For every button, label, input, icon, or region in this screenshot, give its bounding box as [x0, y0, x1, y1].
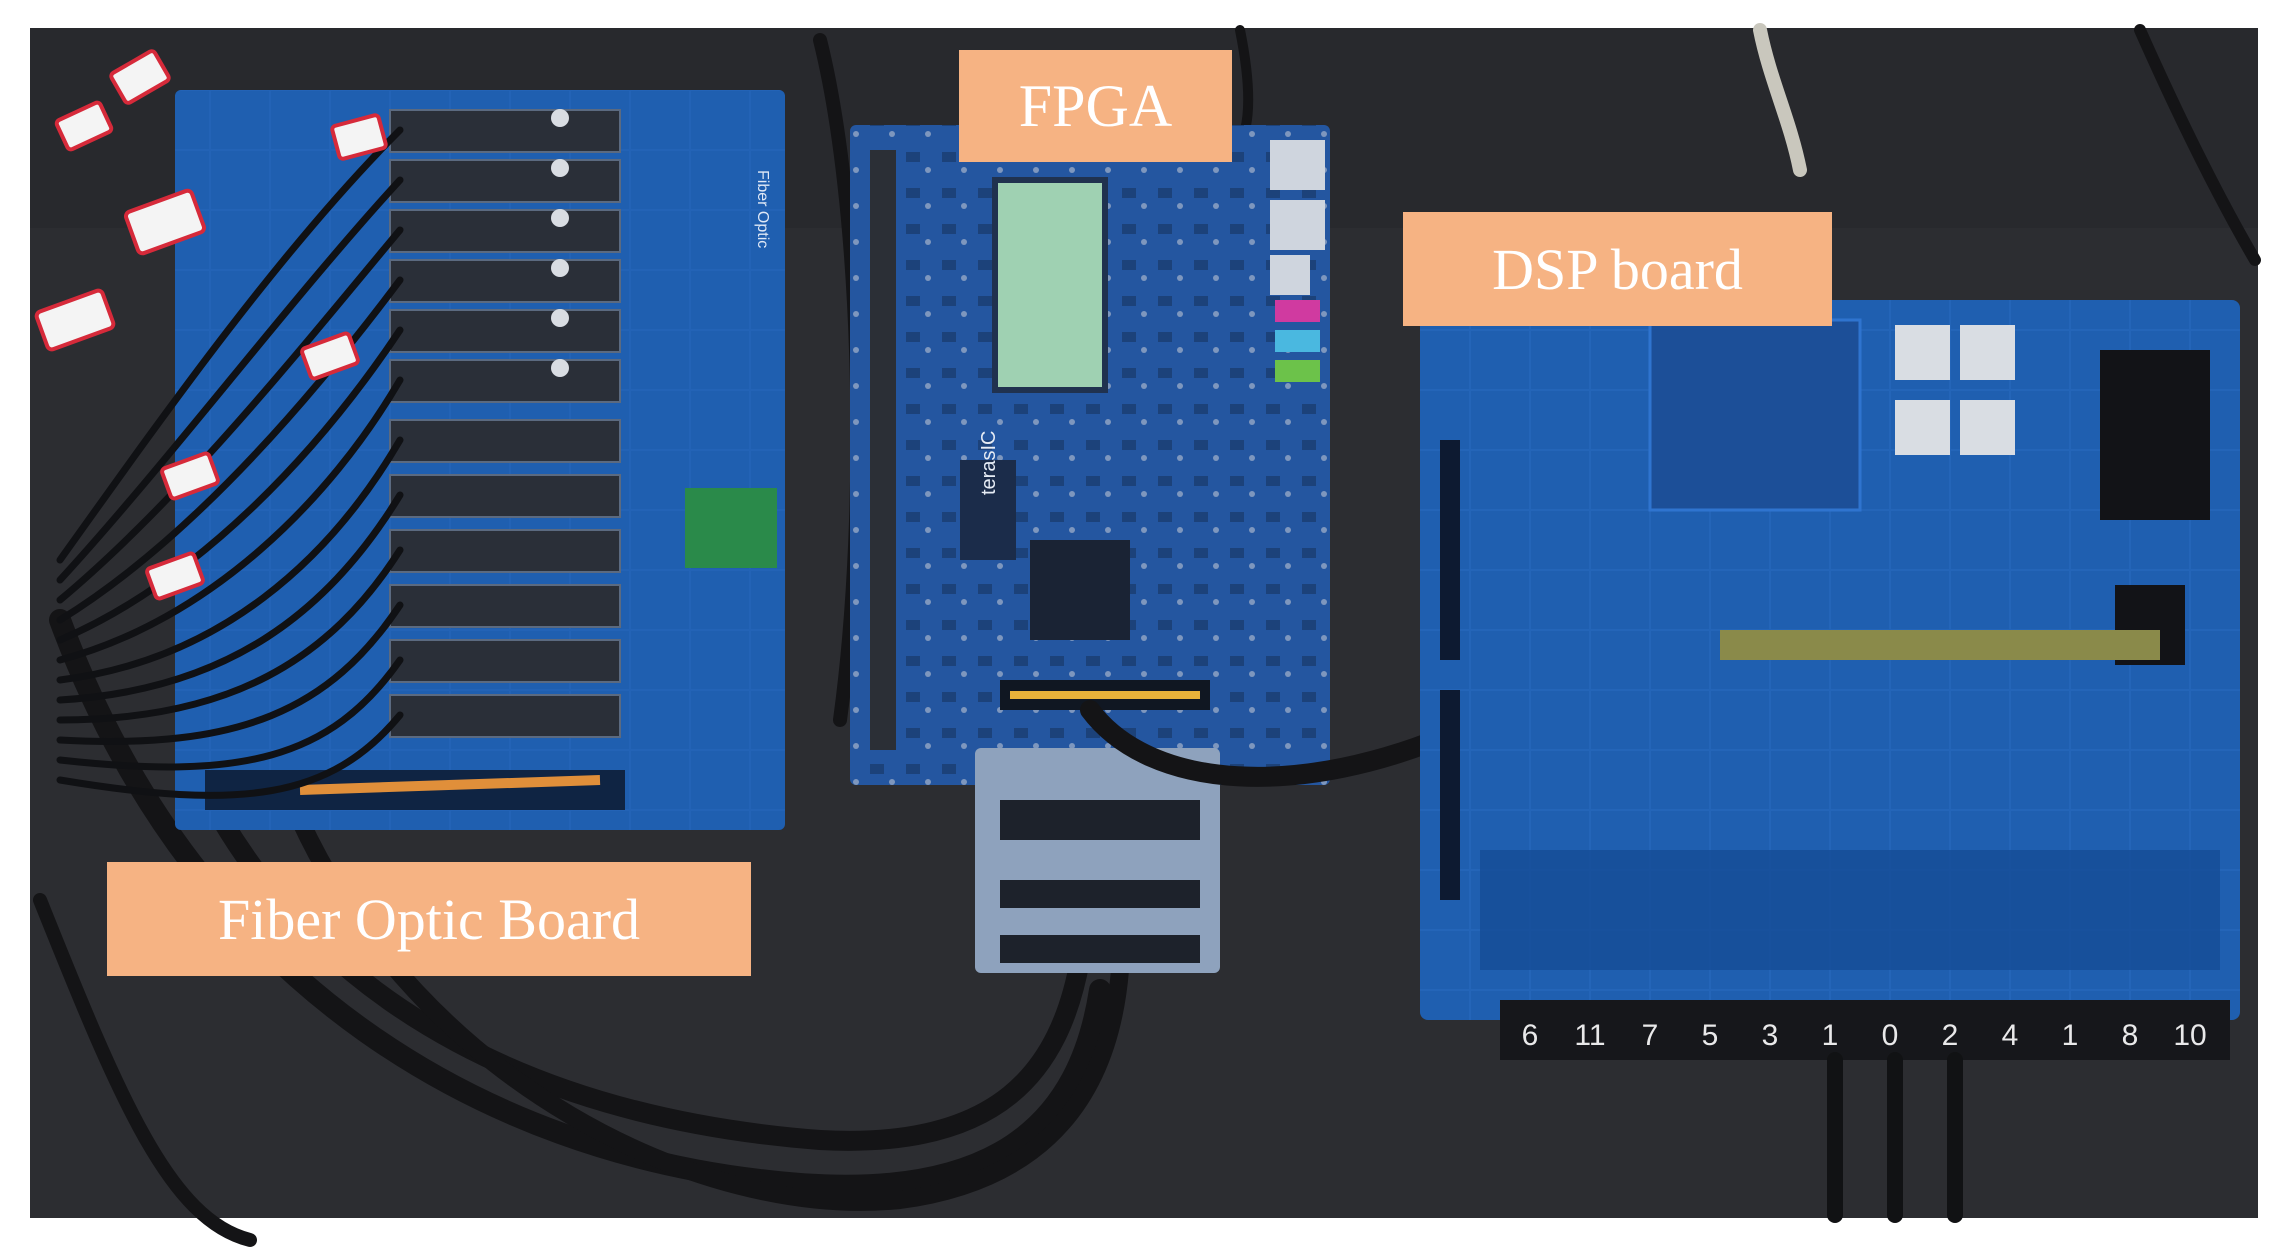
serial-cable [1753, 23, 1807, 177]
svg-text:5: 5 [1702, 1019, 1719, 1052]
fpga-logo-text: terasIC [978, 431, 1000, 495]
fpga-board: terasIC [850, 125, 1330, 785]
svg-text:0: 0 [1882, 1019, 1899, 1052]
svg-text:7: 7 [1642, 1019, 1659, 1052]
svg-text:1: 1 [2062, 1019, 2079, 1052]
dsp-board-label: DSP board [1403, 212, 1832, 326]
dsp-connector-labels: 6 11 7 5 3 1 0 2 4 1 8 10 [1522, 1019, 2207, 1052]
fiber-optic-board-label: Fiber Optic Board [107, 862, 751, 976]
svg-text:11: 11 [1574, 1019, 1605, 1052]
svg-text:8: 8 [2122, 1019, 2139, 1052]
dsp-board: 6 11 7 5 3 1 0 2 4 1 8 10 [1420, 300, 2240, 1060]
svg-text:1: 1 [1822, 1019, 1839, 1052]
svg-text:4: 4 [2002, 1019, 2019, 1052]
cable-tags [34, 49, 388, 601]
svg-text:3: 3 [1762, 1019, 1779, 1052]
dsp-bottom-cables [1827, 1052, 1963, 1223]
svg-text:6: 6 [1522, 1019, 1539, 1052]
fiber-board-silkscreen: Fiber Optic [754, 170, 771, 248]
fpga-label: FPGA [959, 50, 1232, 162]
fpga-to-dsp-cable [1080, 700, 1470, 787]
gpio-expansion-board [975, 748, 1220, 973]
fiber-optic-board: Fiber Optic [175, 90, 785, 830]
svg-text:2: 2 [1942, 1019, 1959, 1052]
patch-cords [56, 126, 404, 799]
svg-text:10: 10 [2173, 1019, 2206, 1052]
